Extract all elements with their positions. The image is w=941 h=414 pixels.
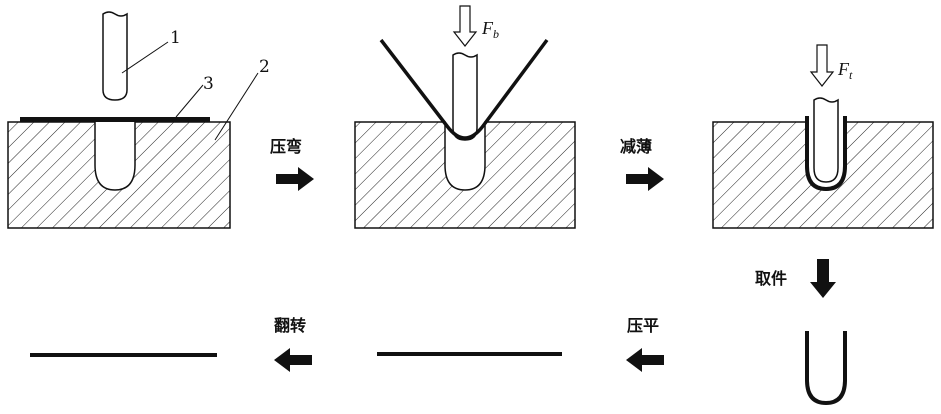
- stage-thinning: Ft: [713, 45, 933, 228]
- die-block-1: [8, 122, 230, 228]
- label-sheet: 3: [203, 74, 214, 94]
- punch-2: [453, 53, 477, 140]
- sheet-blank: [20, 117, 210, 122]
- arrow-right-1: [276, 167, 314, 191]
- arrow-down: [810, 259, 836, 298]
- step-label-thin: 减薄: [620, 137, 652, 156]
- punch-3: [814, 98, 838, 182]
- stage-initial: 1 2 3: [8, 12, 270, 228]
- step-label-press-bend: 压弯: [270, 137, 302, 156]
- arrow-left-2: [274, 348, 312, 372]
- flipped-sheet: [30, 353, 217, 357]
- leader-2: [215, 73, 258, 140]
- force-label-bend: Fb: [481, 18, 499, 41]
- label-die: 2: [259, 57, 270, 77]
- label-punch: 1: [170, 28, 181, 48]
- step-label-take-out: 取件: [755, 269, 787, 288]
- force-arrow-thin: [811, 45, 833, 86]
- stage-bending: Fb: [355, 6, 575, 228]
- flattened-sheet: [377, 352, 562, 356]
- leader-1: [122, 42, 168, 73]
- punch-1: [103, 12, 127, 100]
- step-label-flip: 翻转: [274, 316, 306, 335]
- arrow-left-1: [626, 348, 664, 372]
- step-label-flatten: 压平: [627, 316, 659, 335]
- force-arrow-bend: [454, 6, 476, 46]
- force-label-thin: Ft: [837, 59, 853, 82]
- formed-u-part: [807, 331, 845, 403]
- leader-3: [176, 85, 203, 117]
- arrow-right-2: [626, 167, 664, 191]
